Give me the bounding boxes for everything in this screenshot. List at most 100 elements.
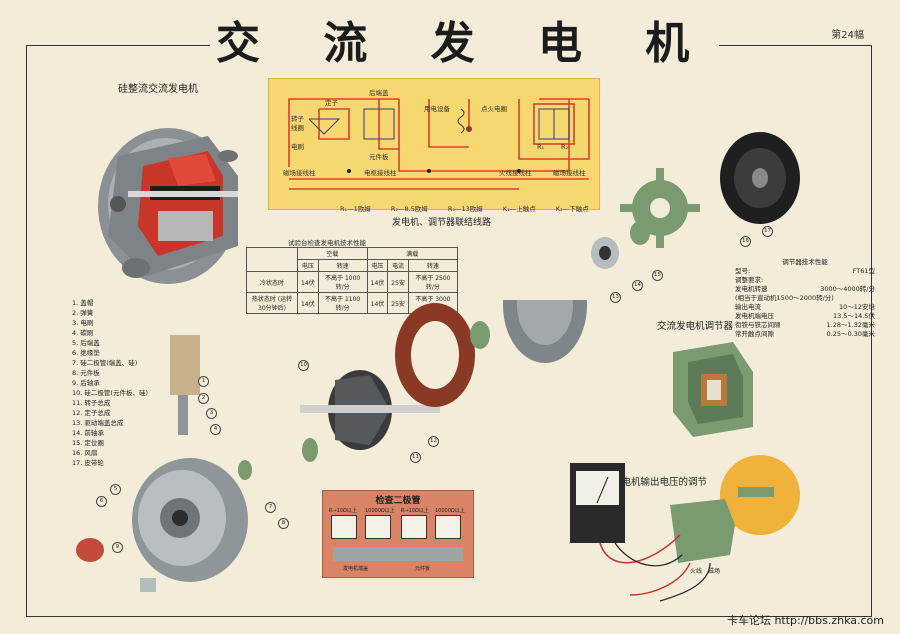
list-item: 13. 驱动端盖总成 bbox=[72, 419, 124, 427]
perf-cell: 14伏 bbox=[366, 271, 389, 293]
part-number-callout: 11 bbox=[410, 452, 421, 463]
fan-pulley-illustration bbox=[591, 132, 800, 269]
spec-requirements: 调整要求: bbox=[735, 276, 764, 284]
part-number-callout: 16 bbox=[740, 236, 751, 247]
perf-cell: 不高于 2500转/分 bbox=[407, 271, 458, 293]
meter-icon bbox=[365, 515, 391, 539]
part-number-callout: 8 bbox=[278, 518, 289, 529]
part-number-callout: 15 bbox=[652, 270, 663, 281]
spec-row-label: (相当于直动机1500～2000转/分) bbox=[735, 294, 834, 302]
part-number-callout: 6 bbox=[96, 496, 107, 507]
legend-k2: K₂—下触点 bbox=[555, 205, 589, 213]
perf-cell: 热状态时 (运转30分钟后) bbox=[246, 292, 298, 314]
sheet-number: 第24幅 bbox=[831, 30, 864, 41]
spec-row-value: 10～12安培 bbox=[838, 303, 875, 311]
list-item: 16. 风扇 bbox=[72, 449, 98, 457]
perf-header-current: 电流 bbox=[387, 259, 409, 272]
diode-bottom-label-2: 元件板 bbox=[415, 566, 431, 572]
regulator-illustration bbox=[673, 342, 753, 437]
components-label: 元件板 bbox=[369, 153, 389, 161]
perf-cell: 不高于 1000转/分 bbox=[317, 271, 368, 293]
wiring-diagram: 定子 转子 线圈 电刷 后端盖 元件板 磁场接线柱 电枢接线柱 用电设备 点火电… bbox=[268, 78, 600, 210]
output-label-fire: 火线 bbox=[690, 568, 703, 575]
spec-row: 输出电流 10～12安培 bbox=[735, 303, 875, 312]
legend-k1: K₁—上触点 bbox=[502, 205, 536, 213]
part-number-callout: 9 bbox=[112, 542, 123, 553]
perf-header-full-load: 满载 bbox=[366, 247, 458, 260]
spec-model-label: 型号: bbox=[735, 267, 751, 275]
part-number-callout: 3 bbox=[206, 408, 217, 419]
list-item: 1. 盖帽 bbox=[72, 299, 94, 307]
list-item: 15. 定位圈 bbox=[72, 439, 104, 447]
meter-icon bbox=[435, 515, 461, 539]
wiring-lines bbox=[288, 98, 590, 190]
perf-table: 空载 满载 电压 转速 电压 电流 转速 冷状态时 14伏 不高于 1000转/… bbox=[246, 247, 458, 314]
part-number-callout: 2 bbox=[198, 393, 209, 404]
spec-row: (相当于直动机1500～2000转/分) bbox=[735, 294, 875, 303]
diode-meter-label-1: R→10Ω以上 bbox=[329, 508, 357, 514]
list-item: 17. 皮带轮 bbox=[72, 459, 104, 467]
perf-cell: 14伏 bbox=[297, 271, 319, 293]
list-item: 2. 弹簧 bbox=[72, 309, 94, 317]
rear-cover-label: 后端盖 bbox=[369, 89, 389, 97]
r1-label: R₁ bbox=[537, 143, 545, 151]
table-row: 冷状态时 14伏 不高于 1000转/分 14伏 25安 不高于 2500转/分 bbox=[246, 271, 458, 293]
spec-row-value: 0.25～0.30毫米 bbox=[826, 330, 875, 338]
part-number-callout: 17 bbox=[762, 226, 773, 237]
spec-title: 调节器技术性能 bbox=[782, 258, 828, 266]
spec-row-label: 输出电流 bbox=[735, 303, 761, 311]
spec-row: 常开触点间隙 0.25～0.30毫米 bbox=[735, 330, 875, 339]
meter-icon bbox=[401, 515, 427, 539]
r2-label: R₂ bbox=[561, 143, 569, 151]
wiring-legend: R₁—1欧姆 R₂—8.5欧姆 R₃—13欧姆 K₁—上触点 K₂—下触点 bbox=[340, 203, 607, 213]
battery-label: 用电设备 bbox=[424, 105, 450, 113]
perf-header-speed-2: 转速 bbox=[407, 259, 458, 272]
list-item: 6. 绝缘垫 bbox=[72, 349, 100, 357]
part-number-callout: 5 bbox=[110, 484, 121, 495]
list-item: 7. 硅二极管(端盖、硅) bbox=[72, 359, 138, 367]
output-adjust-label: 发电机输出电压的调节 bbox=[612, 477, 708, 488]
rotor-label: 转子 bbox=[291, 115, 304, 123]
rectifier-alternator-label: 硅整流交流发电机 bbox=[118, 84, 198, 95]
wiring-caption: 发电机、调节器联结线路 bbox=[392, 218, 492, 228]
field-terminal-label: 磁场接线柱 bbox=[283, 169, 316, 177]
perf-header-voltage: 电压 bbox=[297, 259, 319, 272]
list-item: 4. 碳刷 bbox=[72, 329, 94, 337]
diode-meter-label-4: 10000Ω以上 bbox=[435, 508, 465, 514]
perf-header-corner bbox=[246, 247, 298, 272]
list-item: 14. 前轴承 bbox=[72, 429, 104, 437]
fire-terminal-label: 火线接线柱 bbox=[499, 169, 532, 177]
list-item: 11. 转子总成 bbox=[72, 399, 111, 407]
spec-model-value: FT61型 bbox=[852, 267, 875, 275]
perf-header-speed: 转速 bbox=[317, 259, 368, 272]
spec-row-value: 1.28～1.32毫米 bbox=[826, 321, 875, 329]
diode-check-panel: 检查二极管 R→10Ω以上 10000Ω以上 R→10Ω以上 10000Ω以上 … bbox=[322, 490, 474, 578]
legend-r3: R₃—13欧姆 bbox=[447, 205, 483, 213]
part-number-callout: 7 bbox=[265, 502, 276, 513]
perf-header-voltage-2: 电压 bbox=[366, 259, 389, 272]
diode-panel-title: 检查二极管 bbox=[375, 496, 421, 506]
list-item: 5. 后端盖 bbox=[72, 339, 100, 347]
perf-table-title: 试验台检查发电机技术性能 bbox=[288, 239, 366, 247]
spec-row-label: 常开触点间隙 bbox=[735, 330, 774, 338]
diode-meter-label-3: R→10Ω以上 bbox=[401, 508, 429, 514]
cutaway-alternator-illustration bbox=[98, 128, 238, 284]
exploded-alternator-illustration bbox=[76, 300, 587, 592]
legend-r1: R₁—1欧姆 bbox=[340, 205, 371, 213]
part-number-callout: 10 bbox=[298, 360, 309, 371]
spec-row-label: 发电机端电压 bbox=[735, 312, 774, 320]
winding-label: 线圈 bbox=[291, 124, 304, 132]
part-number-callout: 13 bbox=[610, 292, 621, 303]
stator-label: 定子 bbox=[325, 99, 338, 107]
output-label-field: 磁场 bbox=[708, 568, 721, 575]
list-item: 9. 后轴承 bbox=[72, 379, 100, 387]
spec-row-value: 3000～4000转/分 bbox=[820, 285, 875, 293]
diode-meter-label-2: 10000Ω以上 bbox=[365, 508, 395, 514]
part-number-callout: 12 bbox=[428, 436, 439, 447]
list-item: 10. 硅二极管(元件板、硅) bbox=[72, 389, 148, 397]
